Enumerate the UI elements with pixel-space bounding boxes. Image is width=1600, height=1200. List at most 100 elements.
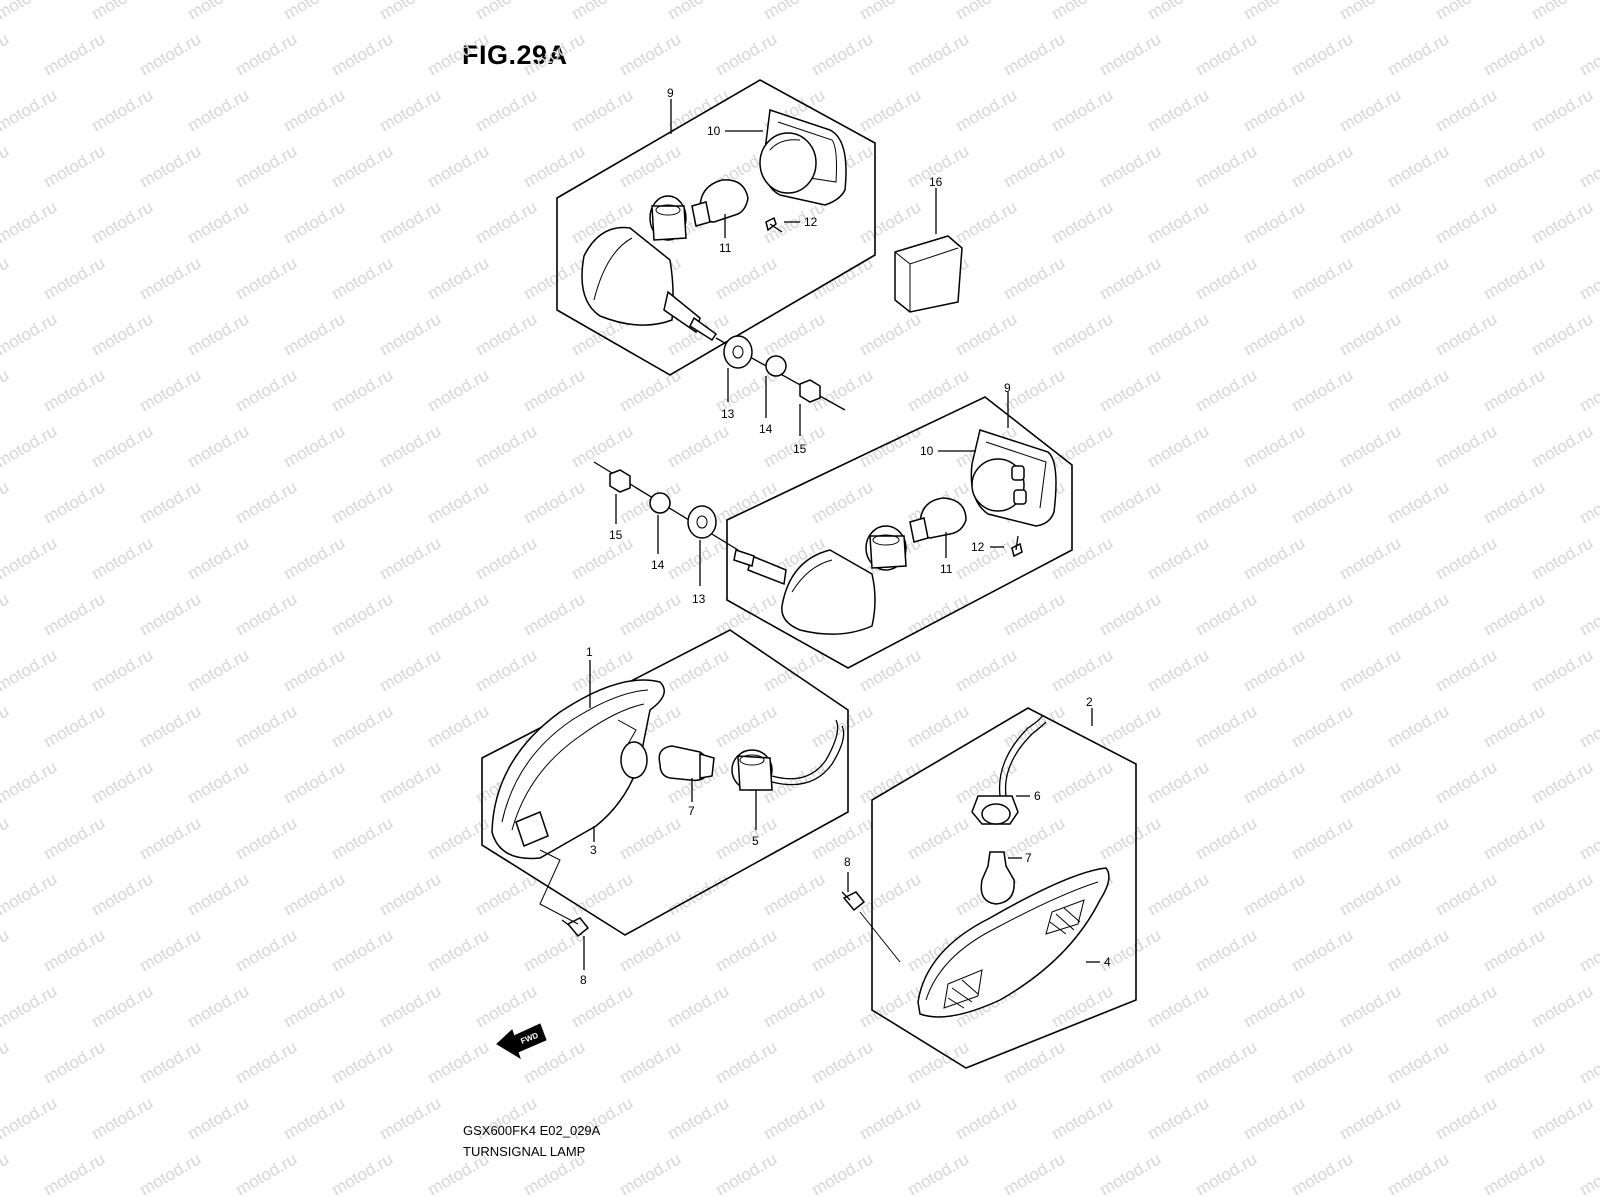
watermark-text: motod.ru xyxy=(377,197,445,247)
watermark-text: motod.ru xyxy=(89,533,157,583)
screw-8-lower-left xyxy=(561,917,590,938)
nut-15-middle xyxy=(609,469,631,493)
watermark-text: motod.ru xyxy=(41,701,109,751)
watermark-text: motod.ru xyxy=(1577,253,1600,303)
watermark-text: motod.ru xyxy=(1481,1037,1549,1087)
callout-7-lower-right: 7 xyxy=(1025,851,1032,865)
watermark-text: motod.ru xyxy=(713,1037,781,1087)
watermark-text: motod.ru xyxy=(1385,477,1453,527)
watermark-text: motod.ru xyxy=(0,869,60,919)
watermark-text: motod.ru xyxy=(377,533,445,583)
watermark-text: motod.ru xyxy=(1289,1149,1357,1199)
watermark-text: motod.ru xyxy=(1193,29,1261,79)
watermark-text: motod.ru xyxy=(137,1149,205,1199)
watermark-text: motod.ru xyxy=(1241,533,1309,583)
watermark-text: motod.ru xyxy=(1193,253,1261,303)
watermark-text: motod.ru xyxy=(137,925,205,975)
watermark-text: motod.ru xyxy=(1289,925,1357,975)
callout-2: 2 xyxy=(1086,695,1093,709)
watermark-text: motod.ru xyxy=(1241,421,1309,471)
watermark-text: motod.ru xyxy=(1097,589,1165,639)
callout-14-upper: 14 xyxy=(759,422,773,436)
watermark-text: motod.ru xyxy=(1577,925,1600,975)
watermark-text: motod.ru xyxy=(1097,141,1165,191)
watermark-text: motod.ru xyxy=(1385,29,1453,79)
watermark-text: motod.ru xyxy=(89,981,157,1031)
watermark-text: motod.ru xyxy=(713,477,781,527)
watermark-text: motod.ru xyxy=(425,141,493,191)
housing-upper xyxy=(581,226,718,342)
watermark-text: motod.ru xyxy=(1001,141,1069,191)
watermark-text: motod.ru xyxy=(137,1037,205,1087)
grommet-13-middle xyxy=(687,505,717,539)
watermark-text: motod.ru xyxy=(1289,253,1357,303)
watermark-text: motod.ru xyxy=(41,925,109,975)
watermark-text: motod.ru xyxy=(1337,981,1405,1031)
watermark-text: motod.ru xyxy=(1577,813,1600,863)
watermark-text: motod.ru xyxy=(1385,253,1453,303)
watermark-text: motod.ru xyxy=(425,589,493,639)
watermark-text: motod.ru xyxy=(1481,925,1549,975)
watermark-text: motod.ru xyxy=(233,1037,301,1087)
watermark-text: motod.ru xyxy=(473,421,541,471)
watermark-text: motod.ru xyxy=(1433,869,1501,919)
callout-11-middle: 11 xyxy=(940,562,953,576)
watermark-text: motod.ru xyxy=(953,197,1021,247)
watermark-text: motod.ru xyxy=(1481,253,1549,303)
watermark-text: motod.ru xyxy=(1577,477,1600,527)
watermark-text: motod.ru xyxy=(0,813,12,863)
group-box-lower-left xyxy=(481,629,849,936)
watermark-text: motod.ru xyxy=(281,85,349,135)
watermark-text: motod.ru xyxy=(89,1093,157,1143)
figure-title: FIG.29A xyxy=(462,40,568,70)
callout-12-upper: 12 xyxy=(804,215,818,229)
housing-middle xyxy=(733,549,876,635)
callout-5: 5 xyxy=(752,834,759,848)
watermark-text: motod.ru xyxy=(1529,0,1597,23)
watermark-text: motod.ru xyxy=(329,29,397,79)
watermark-text: motod.ru xyxy=(1001,1037,1069,1087)
watermark-text: motod.ru xyxy=(905,1149,973,1199)
watermark-text: motod.ru xyxy=(1193,813,1261,863)
lens-10-upper xyxy=(759,108,847,206)
watermark-text: motod.ru xyxy=(1529,85,1597,135)
watermark-text: motod.ru xyxy=(1049,757,1117,807)
watermark-text: motod.ru xyxy=(1097,701,1165,751)
housing-3 xyxy=(491,679,665,860)
callout-10-upper: 10 xyxy=(707,124,721,138)
watermark-text: motod.ru xyxy=(1385,365,1453,415)
watermark-text: motod.ru xyxy=(1001,701,1069,751)
watermark-text: motod.ru xyxy=(329,813,397,863)
watermark-text: motod.ru xyxy=(1481,701,1549,751)
watermark-text: motod.ru xyxy=(1241,645,1309,695)
watermark-text: motod.ru xyxy=(1337,757,1405,807)
screw-12-upper xyxy=(765,216,783,233)
lens-10-middle xyxy=(970,429,1057,527)
leader-screw-8-left xyxy=(539,849,579,925)
callout-6: 6 xyxy=(1034,789,1041,803)
watermark-text: motod.ru xyxy=(1337,1093,1405,1143)
callout-15-middle: 15 xyxy=(609,528,623,542)
watermark-text: motod.ru xyxy=(41,813,109,863)
watermark-text: motod.ru xyxy=(1529,981,1597,1031)
callout-15-upper: 15 xyxy=(793,442,807,456)
watermark-text: motod.ru xyxy=(0,197,60,247)
watermark-text: motod.ru xyxy=(809,813,877,863)
reflector-16 xyxy=(894,235,963,313)
watermark-text: motod.ru xyxy=(0,981,60,1031)
watermark-text: motod.ru xyxy=(1385,701,1453,751)
socket-middle xyxy=(865,525,907,571)
watermark-text: motod.ru xyxy=(617,589,685,639)
watermark-text: motod.ru xyxy=(1145,421,1213,471)
watermark-text: motod.ru xyxy=(521,589,589,639)
watermark-text: motod.ru xyxy=(1097,1149,1165,1199)
watermark-text: motod.ru xyxy=(617,925,685,975)
watermark-text: motod.ru xyxy=(185,981,253,1031)
watermark-text: motod.ru xyxy=(1049,421,1117,471)
watermark-text: motod.ru xyxy=(1529,533,1597,583)
watermark-text: motod.ru xyxy=(665,85,733,135)
watermark-text: motod.ru xyxy=(425,701,493,751)
watermark-text: motod.ru xyxy=(857,85,925,135)
watermark-text: motod.ru xyxy=(569,869,637,919)
callout-11-upper: 11 xyxy=(719,241,732,255)
